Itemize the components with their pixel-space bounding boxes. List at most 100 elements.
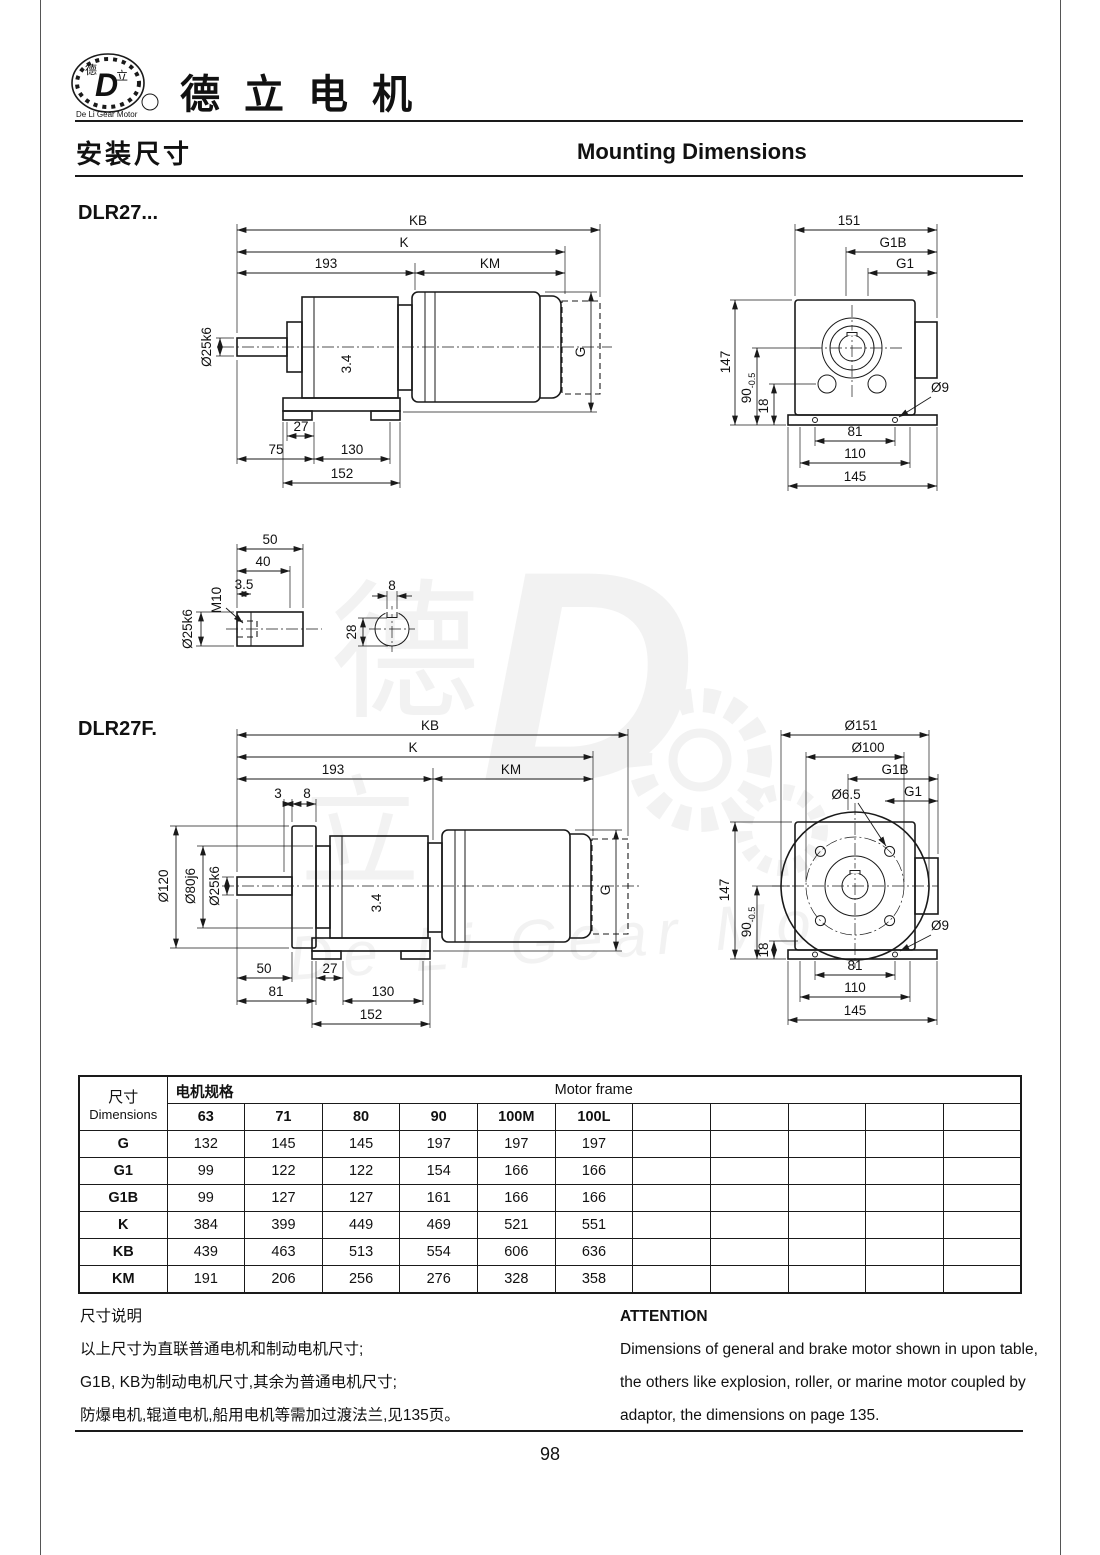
dim-90-f: 90-0.5 — [739, 907, 757, 938]
table-row-g1: G1 99 122 122 154 166 166 — [78, 1157, 1022, 1185]
dim-k-f: K — [408, 740, 417, 755]
technical-drawings: KB K 193 KM Ø25k6 3.4 G 27 75 130 — [156, 213, 949, 1028]
frame-size-cell: 100M — [477, 1103, 556, 1131]
value-cell: 521 — [477, 1211, 556, 1239]
dim-90: 90-0.5 — [739, 373, 757, 404]
table-frame-sizes-row: 63 71 80 90 100M 100L — [79, 1103, 1022, 1131]
dlr27-back-view-drawing: 151 G1B G1 147 90-0.5 18 Ø9 81 — [718, 213, 949, 491]
dim-145-back-f: 145 — [844, 1003, 867, 1018]
empty-cell — [709, 1130, 789, 1158]
dim-81: 81 — [847, 424, 862, 439]
mounting-dimensions-table: 尺寸 Dimensions 电机规格 Motor frame 63 71 80 … — [78, 1075, 1022, 1294]
value-cell: 127 — [321, 1184, 401, 1212]
notes-zh-line: 以上尺寸为直联普通电机和制动电机尺寸; — [80, 1341, 364, 1358]
empty-cell — [865, 1103, 944, 1131]
row-label: G1 — [78, 1157, 168, 1185]
empty-cell — [787, 1103, 867, 1131]
dim-27: 27 — [293, 419, 308, 434]
empty-cell — [632, 1157, 711, 1185]
empty-cell — [632, 1103, 711, 1131]
title-rule — [75, 175, 1023, 177]
empty-cell — [787, 1238, 867, 1266]
empty-cell — [942, 1130, 1022, 1158]
logo-gear-teeth-icon — [75, 57, 141, 109]
value-cell: 606 — [477, 1238, 556, 1266]
footer-rule — [75, 1430, 1023, 1432]
dim-147-f: 147 — [717, 879, 732, 902]
notes-zh-line: G1B, KB为制动电机尺寸,其余为普通电机尺寸; — [80, 1374, 397, 1391]
attention-title: ATTENTION — [620, 1308, 708, 1325]
value-cell: 122 — [244, 1157, 323, 1185]
dim-d151: Ø151 — [844, 718, 877, 733]
dim-kb: KB — [409, 213, 427, 228]
dim-110-f: 110 — [844, 980, 866, 995]
dim-152: 152 — [331, 466, 354, 481]
empty-cell — [942, 1265, 1022, 1294]
value-cell: 206 — [244, 1265, 323, 1294]
dim-kb-f: KB — [421, 718, 439, 733]
row-label: K — [78, 1211, 168, 1239]
logo-arc-text: De Li Gear Motor — [76, 110, 138, 119]
dlr27-side-view-drawing: KB K 193 KM Ø25k6 3.4 G 27 75 130 — [199, 213, 612, 488]
dim-8-f: 8 — [303, 786, 311, 801]
empty-cell — [865, 1130, 944, 1158]
value-cell: 439 — [166, 1238, 246, 1266]
logo-d: D — [95, 67, 118, 103]
empty-cell — [709, 1103, 789, 1131]
table-row-kb: KB 439 463 513 554 606 636 — [78, 1238, 1022, 1266]
empty-cell — [942, 1157, 1022, 1185]
dim-g1-f: G1 — [904, 784, 922, 799]
value-cell: 384 — [166, 1211, 246, 1239]
motor-frame-header-cell: 电机规格 Motor frame — [166, 1075, 1022, 1104]
model-label-dlr27: DLR27... — [78, 202, 159, 224]
dim-3-4-f: 3.4 — [369, 893, 384, 912]
logo-small-gear-icon — [141, 93, 159, 111]
dim-shaft-dia-2: Ø25k6 — [180, 609, 195, 649]
dim-d80j6: Ø80j6 — [183, 868, 198, 904]
value-cell: 161 — [399, 1184, 478, 1212]
dim-3: 3 — [274, 786, 282, 801]
frame-size-cell: 63 — [166, 1103, 246, 1131]
dim-3-4: 3.4 — [339, 354, 354, 373]
dim-81-f: 81 — [268, 984, 283, 999]
dim-152-f: 152 — [360, 1007, 383, 1022]
value-cell: 513 — [321, 1238, 401, 1266]
dim-145: 145 — [844, 469, 867, 484]
empty-cell — [787, 1184, 867, 1212]
corner-label-en: Dimensions — [89, 1106, 158, 1122]
notes-zh-title: 尺寸说明 — [80, 1308, 143, 1325]
empty-cell — [632, 1265, 711, 1294]
dim-d100: Ø100 — [851, 740, 884, 755]
dimensions-corner-cell: 尺寸 Dimensions — [78, 1075, 168, 1131]
dim-110: 110 — [844, 446, 866, 461]
logo-char-1: 德 — [85, 62, 97, 77]
value-cell: 463 — [244, 1238, 323, 1266]
table-header-row-1: 尺寸 Dimensions 电机规格 Motor frame — [78, 1075, 1022, 1131]
value-cell: 145 — [244, 1130, 323, 1158]
dim-8: 8 — [388, 578, 396, 593]
notes-zh-line: 防爆电机,辊道电机,船用电机等需加过渡法兰,见135页。 — [80, 1407, 460, 1424]
empty-cell — [632, 1184, 711, 1212]
dim-d120: Ø120 — [156, 869, 171, 902]
empty-cell — [787, 1211, 867, 1239]
empty-cell — [632, 1130, 711, 1158]
notes-chinese: 尺寸说明 以上尺寸为直联普通电机和制动电机尺寸; G1B, KB为制动电机尺寸,… — [80, 1300, 460, 1432]
dlr27f-side-view-drawing: KB K 193 KM 3 8 Ø120 Ø80j6 Ø25k6 — [156, 718, 640, 1028]
value-cell: 399 — [244, 1211, 323, 1239]
empty-cell — [865, 1265, 944, 1294]
table-row-g: G 132 145 145 197 197 197 — [78, 1130, 1022, 1158]
logo-char-2: 立 — [116, 68, 128, 83]
table-row-km: KM 191 206 256 276 328 358 — [78, 1265, 1022, 1294]
empty-cell — [942, 1238, 1022, 1266]
notes-english: ATTENTION Dimensions of general and brak… — [620, 1300, 1038, 1432]
value-cell: 99 — [166, 1157, 246, 1185]
page-border-left — [40, 0, 41, 1555]
motor-frame-label-zh: 电机规格 — [175, 1085, 234, 1101]
empty-cell — [709, 1157, 789, 1185]
empty-cell — [787, 1157, 867, 1185]
dim-g-f: G — [598, 885, 613, 896]
frame-size-cell: 100L — [554, 1103, 634, 1131]
value-cell: 132 — [166, 1130, 246, 1158]
empty-cell — [865, 1238, 944, 1266]
empty-cell — [709, 1265, 789, 1294]
